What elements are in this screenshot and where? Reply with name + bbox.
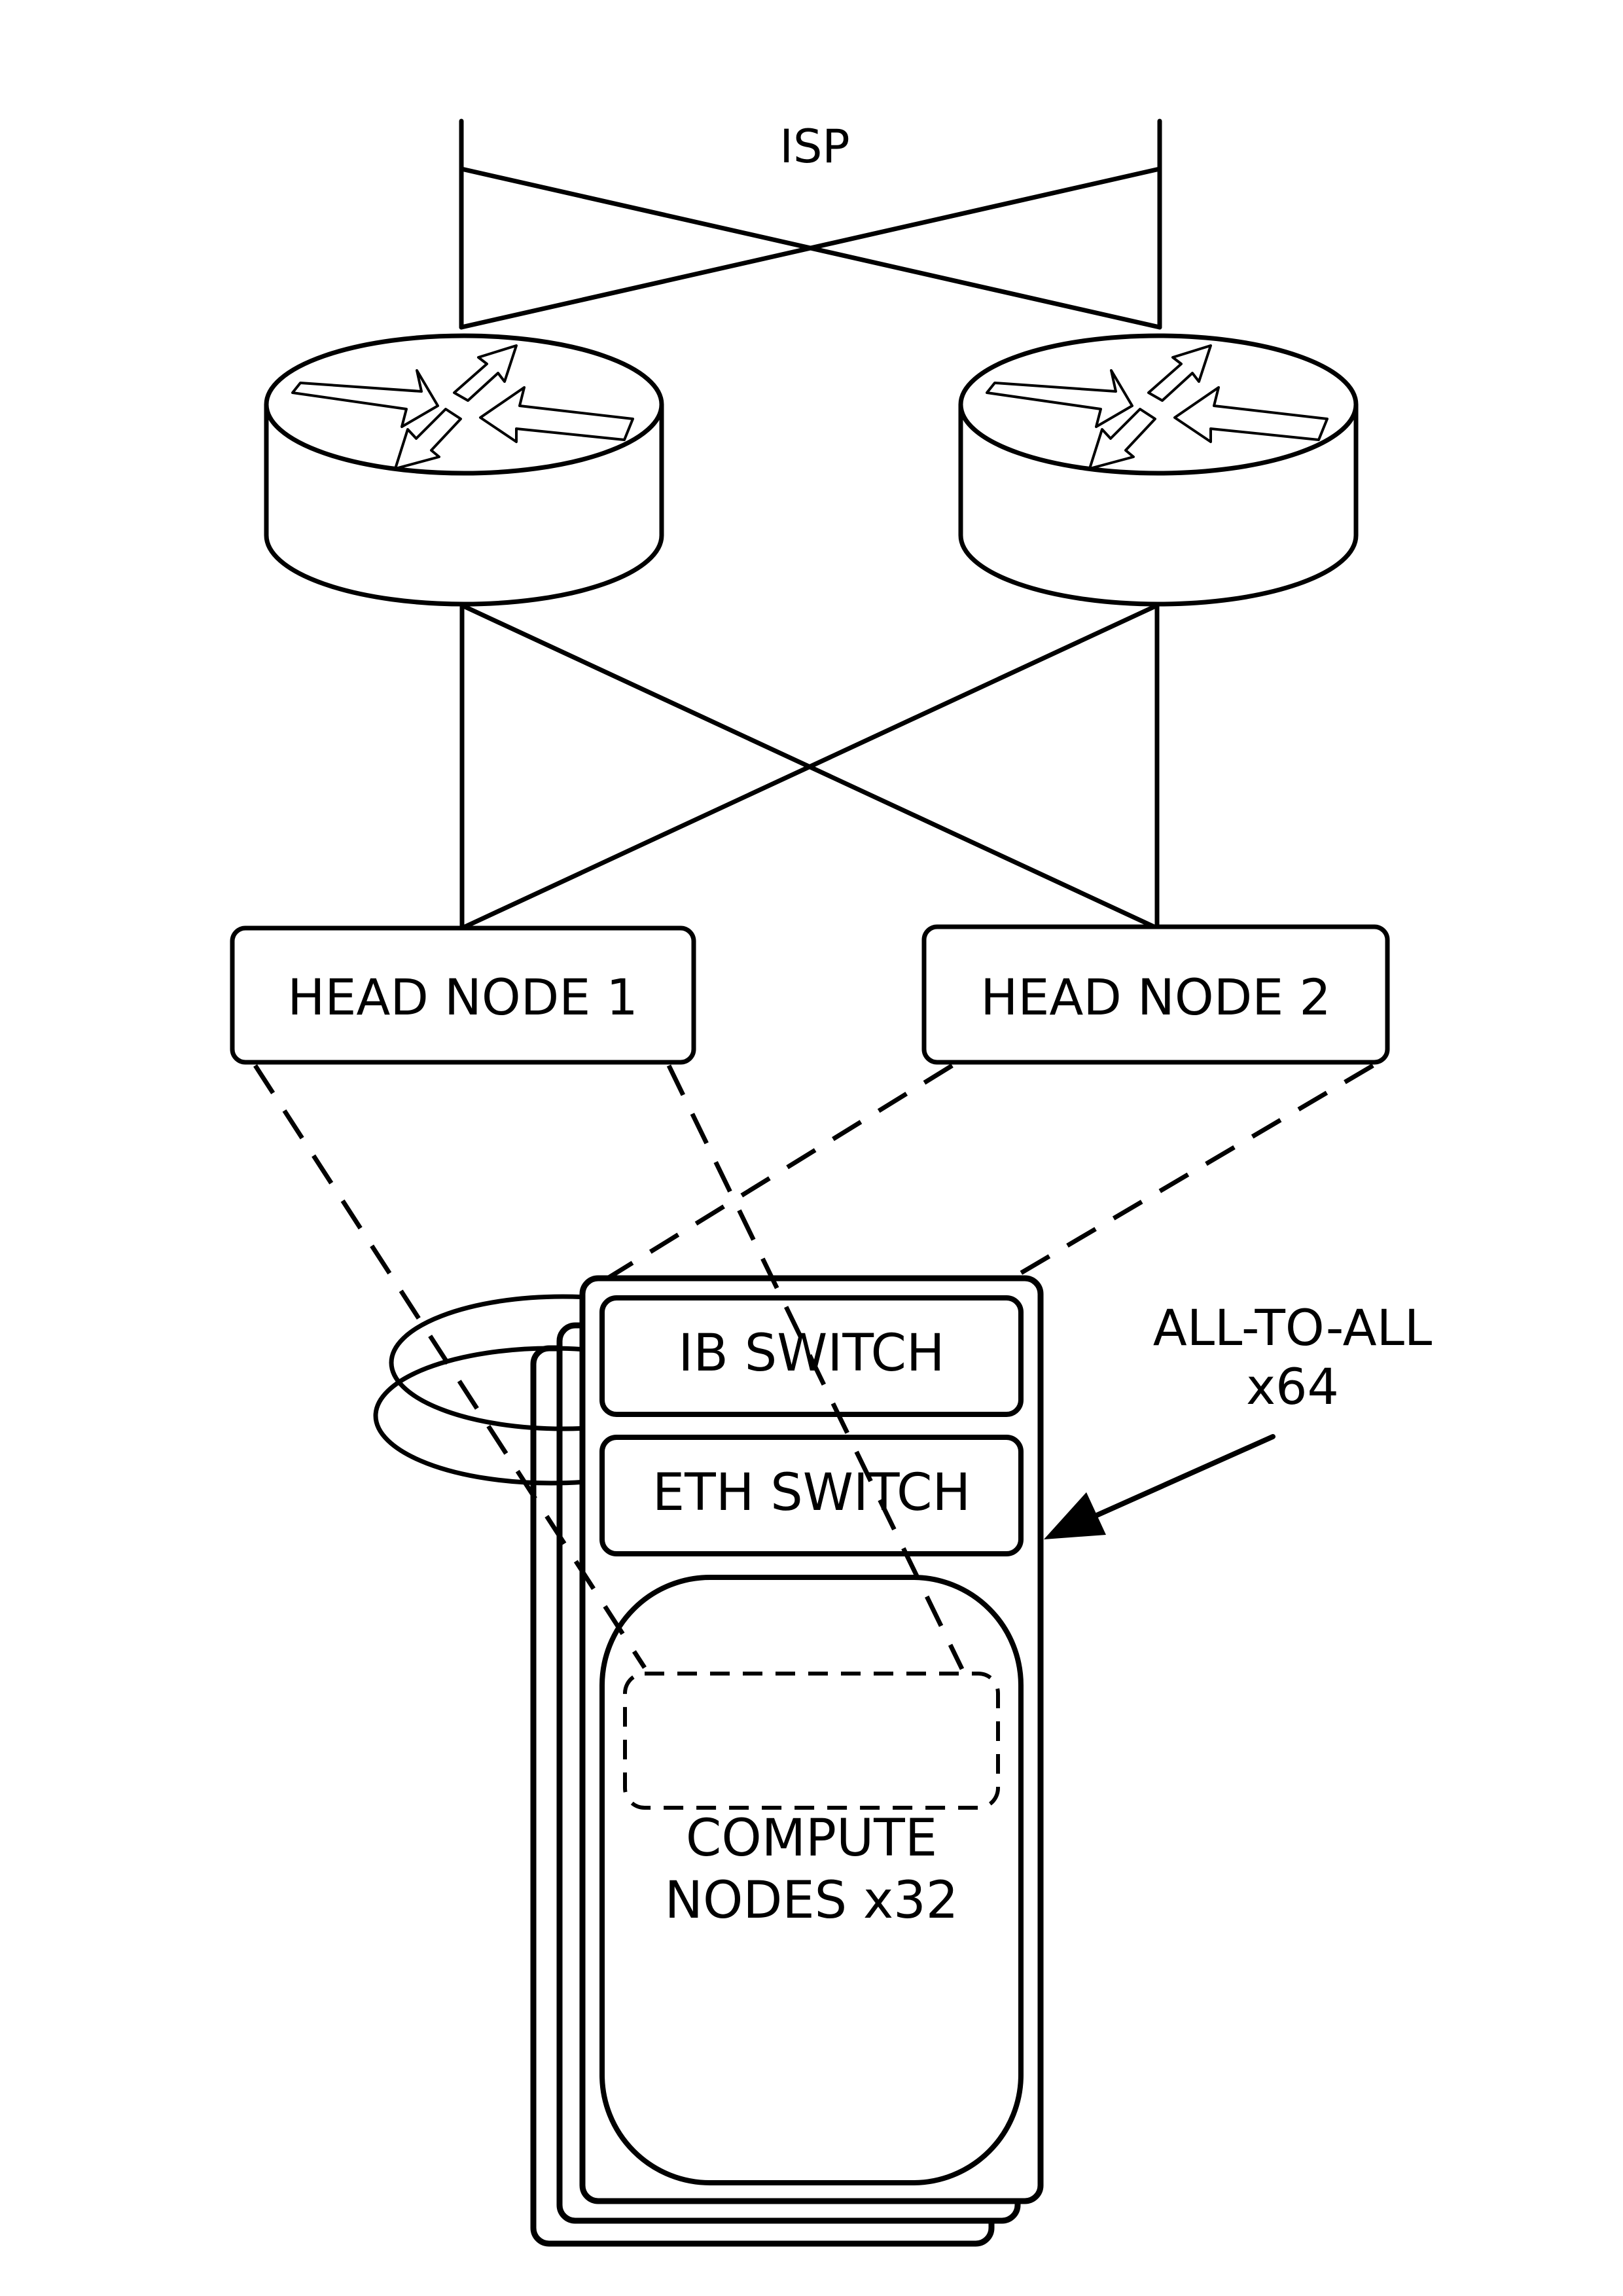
annotation-label: x64: [1246, 1357, 1339, 1416]
arrow-icon: [394, 408, 462, 470]
router-arrows: [986, 344, 1329, 470]
dashed-link-h1-left: [253, 1064, 647, 1669]
arrow-icon: [479, 386, 634, 443]
compute-nodes-label: NODES x32: [665, 1871, 959, 1930]
compute-nodes-group: [599, 1575, 1024, 2185]
dashed-link-h1-right: [666, 1064, 965, 1670]
head-node-label: HEAD NODE 1: [287, 968, 638, 1026]
head-node-box: [230, 925, 696, 1065]
dashed-link-h2-left: [607, 1064, 954, 1280]
arrow-icon: [986, 369, 1133, 428]
compute-node-outline: [623, 1672, 1000, 1810]
router-head-links: [459, 603, 1160, 931]
router-top: [958, 333, 1359, 476]
annotation-arrow-line: [1087, 1434, 1275, 1521]
isp-links: [459, 118, 1162, 330]
eth-switch: [599, 1435, 1024, 1556]
annotation-label: ALL-TO-ALL: [1153, 1299, 1433, 1357]
head-node-box: [921, 924, 1390, 1065]
arrow-icon: [291, 369, 439, 428]
compute-nodes-label: COMPUTE: [686, 1809, 937, 1868]
dashed-link-h2-right: [1012, 1063, 1374, 1280]
arrow-icon: [1088, 408, 1156, 470]
link-r2-h1: [459, 603, 1160, 931]
head-node-label: HEAD NODE 2: [980, 968, 1331, 1026]
head-compute-links: [253, 1063, 1374, 1670]
arrow-icon: [453, 344, 518, 402]
head-node-2: HEAD NODE 2: [921, 924, 1390, 1065]
router-arrows: [291, 344, 634, 470]
rack-front: IB SWITCH ETH SWITCH COMPUTE NODES x32: [579, 1275, 1044, 2204]
arrow-icon: [1147, 344, 1212, 402]
isp-cross-link-b: [459, 166, 1162, 330]
router-icon: [958, 333, 1359, 607]
head-node-1: HEAD NODE 1: [230, 925, 696, 1065]
router-icon: [264, 333, 664, 607]
arrow-icon: [1173, 386, 1329, 443]
arrow-icon: [1044, 1492, 1106, 1539]
eth-switch-label: ETH SWITCH: [652, 1463, 971, 1522]
isp-label: ISP: [779, 120, 849, 173]
ib-switch-label: IB SWITCH: [678, 1324, 944, 1383]
router-top: [264, 333, 664, 476]
